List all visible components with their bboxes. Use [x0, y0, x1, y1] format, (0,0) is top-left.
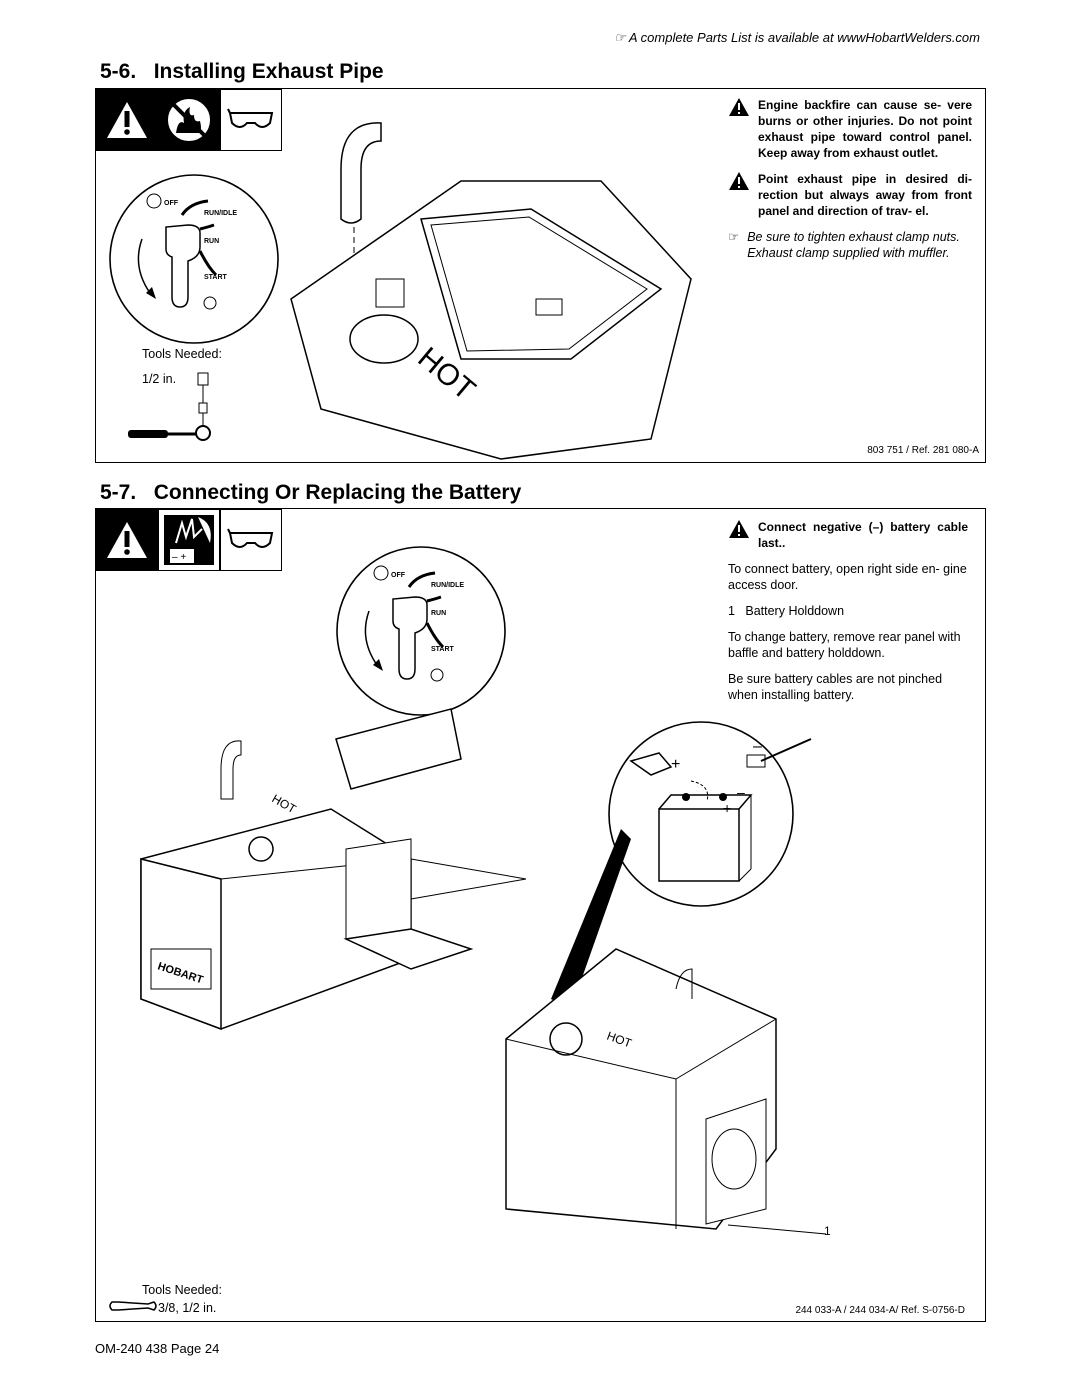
switch-off-label: OFF: [164, 200, 179, 207]
welder-side-door-illustration: HOBART HOT: [140, 708, 527, 1031]
note-exhaust-clamp: ☞ Be sure to tighten exhaust clamp nuts.…: [728, 230, 960, 260]
pointing-hand-icon: ☞: [728, 230, 740, 244]
warning-item: Point exhaust pipe in desired di- rectio…: [728, 171, 972, 219]
switch-start-label: START: [204, 274, 228, 281]
section-title-exhaust: 5-6. Installing Exhaust Pipe: [100, 60, 384, 83]
exhaust-pipe-illustration: HOT: [290, 122, 692, 460]
safety-glasses-icon: [220, 89, 282, 151]
minus-terminal-label: –: [753, 738, 762, 755]
warning-item: Engine backfire can cause se- vere burns…: [728, 97, 972, 161]
warning-triangle-icon: [96, 509, 158, 571]
instruction-change-battery: To change battery, remove rear panel wit…: [728, 630, 961, 660]
tools-size-label: 3/8, 1/2 in.: [158, 1301, 217, 1315]
warning-negative-cable: Connect negative (–) battery cable last.…: [758, 520, 968, 550]
ratchet-wrench-icon: [128, 372, 211, 441]
safety-icons: [96, 89, 282, 151]
exhaust-figure-frame: OFF RUN/IDLE RUN START Tools Needed: 1/2…: [95, 88, 986, 463]
switch-off-label: OFF: [391, 572, 406, 579]
callout-legend: 1 Battery Holddown: [728, 604, 845, 618]
page-footer: OM-240 438 Page 24: [95, 1341, 220, 1356]
switch-run-label: RUN: [204, 238, 219, 245]
section-title-battery: 5-7. Connecting Or Replacing the Battery: [100, 481, 522, 504]
switch-run-idle-label: RUN/IDLE: [204, 210, 237, 217]
warning-triangle-icon: [729, 172, 749, 190]
battery-detail-illustration: + – + –: [551, 721, 812, 1009]
engine-switch-diagram: OFF RUN/IDLE RUN START: [109, 174, 279, 344]
tools-needed-label: Tools Needed:: [142, 347, 222, 361]
tools-size-label: 1/2 in.: [142, 372, 177, 386]
pointing-hand-icon: ☞: [614, 30, 626, 45]
callout-number: 1: [824, 1224, 831, 1238]
svg-text:– +: – +: [172, 552, 186, 563]
switch-run-label: RUN: [431, 610, 446, 617]
engine-switch-diagram: OFF RUN/IDLE RUN START: [336, 546, 506, 716]
switch-start-label: START: [431, 646, 455, 653]
wrench-icon: [109, 1301, 157, 1311]
instruction-open-door: To connect battery, open right side en- …: [728, 562, 967, 592]
battery-instructions: Connect negative (–) battery cable last.…: [728, 519, 968, 713]
warning-triangle-icon: [96, 89, 158, 151]
instruction-cables: Be sure battery cables are not pinched w…: [728, 672, 943, 702]
exhaust-warnings: Engine backfire can cause se- vere burns…: [728, 97, 972, 261]
warning-backfire: Engine backfire can cause se- vere burns…: [758, 98, 972, 160]
battery-figure-frame: – + OFF RUN/IDLE RUN START Connect negat…: [95, 508, 986, 1322]
figure-ref-battery: 244 033-A / 244 034-A/ Ref. S-0756-D: [795, 1305, 965, 1316]
warning-triangle-icon: [729, 520, 749, 538]
switch-run-idle-label: RUN/IDLE: [431, 582, 464, 589]
warning-direction: Point exhaust pipe in desired di- rectio…: [758, 172, 972, 218]
safety-glasses-icon: [220, 509, 282, 571]
tools-needed-label: Tools Needed:: [142, 1283, 222, 1297]
battery-explosion-icon: – +: [158, 509, 220, 571]
plus-terminal-label: +: [671, 756, 680, 773]
battery-plus-label: +: [723, 800, 731, 816]
parts-list-note: ☞ A complete Parts List is available at …: [614, 30, 980, 45]
warning-triangle-icon: [729, 98, 749, 116]
hot-label: HOT: [270, 791, 300, 816]
no-fire-icon: [158, 89, 220, 151]
safety-icons: – +: [96, 509, 282, 571]
battery-minus-label: –: [737, 784, 745, 800]
warning-item: Connect negative (–) battery cable last.…: [728, 519, 968, 551]
welder-rear-illustration: HOT: [505, 948, 827, 1235]
figure-ref-exhaust: 803 751 / Ref. 281 080-A: [867, 445, 979, 456]
